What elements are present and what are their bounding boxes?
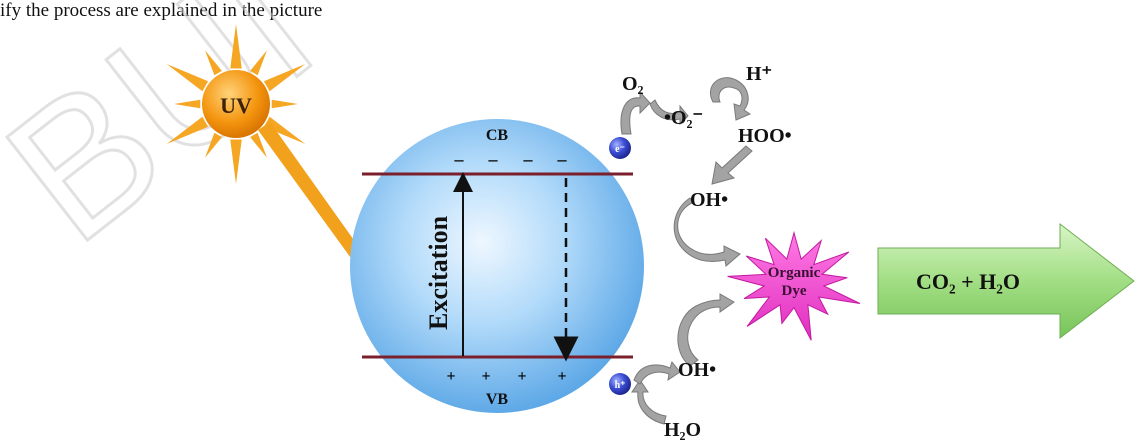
caption-fragment: ify the process are explained in the pic… bbox=[0, 0, 323, 21]
cb-charge: – bbox=[454, 149, 465, 169]
sun-ray bbox=[263, 116, 306, 144]
electron-label: e⁻ bbox=[615, 144, 625, 155]
sun-ray bbox=[250, 132, 267, 158]
cb-charge: – bbox=[523, 149, 534, 169]
sun-rays bbox=[166, 24, 306, 184]
sun-ray bbox=[205, 132, 222, 158]
sun-icon bbox=[202, 70, 270, 138]
curved-arrow-o2-to-superoxide bbox=[649, 99, 689, 126]
sun-ray bbox=[230, 139, 242, 184]
sun-ray bbox=[271, 99, 298, 109]
oh-top-label: OH• bbox=[690, 189, 728, 211]
cb-electron-charges: –––– bbox=[454, 149, 568, 169]
organic-dye-starburst bbox=[727, 230, 861, 341]
cb-charge: – bbox=[557, 149, 568, 169]
sun-ray bbox=[174, 99, 201, 109]
cb-charge: – bbox=[488, 149, 499, 169]
excitation-label: Excitation bbox=[424, 215, 453, 330]
watermark: BUI bbox=[0, 0, 351, 284]
curved-arrow-oh-to-dye bbox=[673, 197, 741, 267]
products-label: CO₂ + H₂O bbox=[916, 269, 1020, 294]
curved-arrow-superoxide-to-hoo bbox=[710, 77, 752, 121]
o2-label: O₂ bbox=[622, 73, 644, 95]
sun-ray bbox=[166, 116, 209, 144]
hole-label: h⁺ bbox=[615, 380, 626, 391]
svg-text:BUI: BUI bbox=[0, 0, 350, 282]
vb-hole-charges: + + + + bbox=[446, 368, 566, 385]
sun-ray bbox=[263, 64, 306, 92]
products-arrow bbox=[877, 222, 1135, 340]
sun-ray bbox=[166, 64, 209, 92]
superoxide-label: •O₂⁻ bbox=[664, 107, 703, 129]
sun-ray bbox=[250, 50, 267, 76]
oh-bottom-label: OH• bbox=[678, 359, 716, 381]
sun-ray bbox=[230, 24, 242, 69]
vb-charge: + bbox=[446, 368, 455, 385]
cb-label: CB bbox=[486, 127, 509, 144]
dye-label-line2: Dye bbox=[782, 283, 807, 299]
curved-arrow-electron-to-o2 bbox=[620, 90, 651, 135]
h2o-label: H₂O bbox=[664, 419, 701, 441]
vb-label: VB bbox=[486, 391, 509, 408]
vb-charge: + bbox=[481, 368, 490, 385]
sun-ray bbox=[205, 50, 222, 76]
h-plus-label: H⁺ bbox=[746, 63, 772, 85]
dye-label-line1: Organic bbox=[768, 265, 821, 281]
hoo-label: HOO• bbox=[738, 125, 792, 147]
vb-charge: + bbox=[517, 368, 526, 385]
electron-icon bbox=[609, 137, 631, 159]
curved-arrow-oh-bottom-to-dye bbox=[677, 293, 735, 367]
curved-arrow-hole-to-oh bbox=[633, 360, 681, 385]
curved-arrow-h2o-to-hole bbox=[631, 379, 667, 425]
hole-icon bbox=[609, 373, 631, 395]
vb-charge: + bbox=[557, 368, 566, 385]
arrow-hoo-to-oh bbox=[711, 145, 753, 185]
sun-label: UV bbox=[220, 93, 252, 118]
